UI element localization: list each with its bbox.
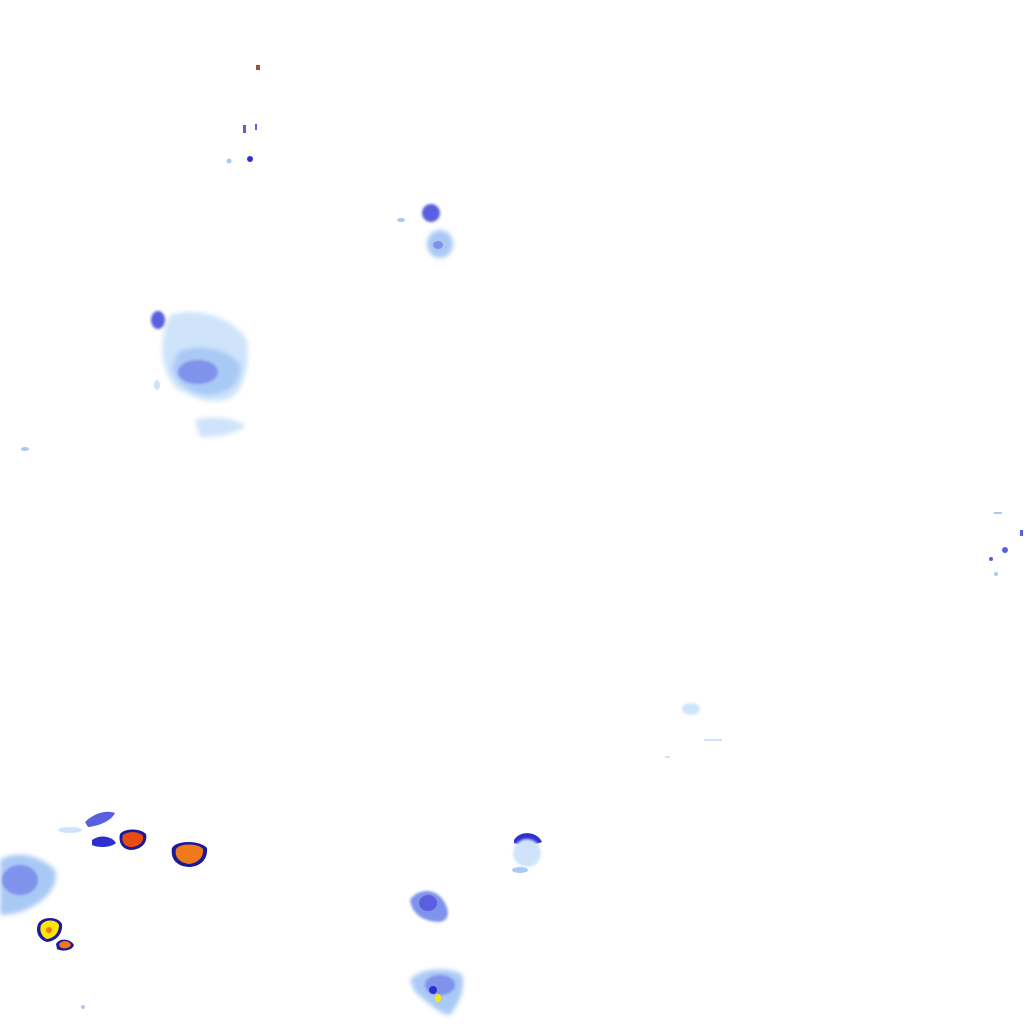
- echo-cell: [256, 65, 260, 70]
- echo-area: [513, 839, 541, 867]
- echo-cluster-south-central: [410, 833, 542, 1015]
- echo-cell: [255, 124, 257, 130]
- echo-area: [178, 360, 218, 384]
- echo-cluster-west: [21, 311, 248, 451]
- echo-cell: [665, 756, 670, 758]
- echo-cell: [989, 557, 993, 561]
- echo-area: [195, 417, 245, 437]
- echo-core: [435, 994, 441, 1002]
- echo-core: [46, 927, 52, 933]
- echo-cell: [419, 895, 437, 911]
- echo-cell: [21, 447, 29, 451]
- echo-cell: [226, 158, 232, 164]
- echo-cluster-top-left: [226, 65, 260, 164]
- echo-cell: [994, 572, 998, 576]
- echo-cell: [429, 986, 437, 994]
- echo-cell: [151, 311, 165, 329]
- echo-cell: [422, 204, 440, 222]
- echo-cluster-east-edge: [989, 512, 1023, 576]
- echo-cell: [1020, 530, 1023, 536]
- echo-cell: [58, 827, 82, 833]
- echo-cell: [243, 125, 246, 133]
- echo-cluster-north-center: [397, 204, 453, 258]
- echo-cell: [433, 241, 443, 249]
- echo-cell: [154, 380, 160, 390]
- echo-cell: [247, 156, 253, 162]
- echo-cluster-southwest: [0, 811, 208, 1009]
- echo-area: [2, 865, 38, 895]
- echo-cell: [704, 739, 722, 741]
- echo-cell: [92, 836, 116, 848]
- echo-cluster-southeast: [665, 703, 722, 758]
- echo-cell: [1002, 547, 1008, 553]
- echo-core: [175, 844, 204, 864]
- echo-core: [122, 832, 144, 847]
- echo-cell: [512, 867, 528, 873]
- echo-area: [425, 975, 455, 995]
- echo-cell: [682, 703, 700, 715]
- echo-core: [59, 941, 71, 949]
- echo-cell: [994, 512, 1002, 514]
- echo-cell: [397, 218, 405, 222]
- echo-cell: [85, 811, 115, 827]
- echo-cell: [81, 1005, 85, 1009]
